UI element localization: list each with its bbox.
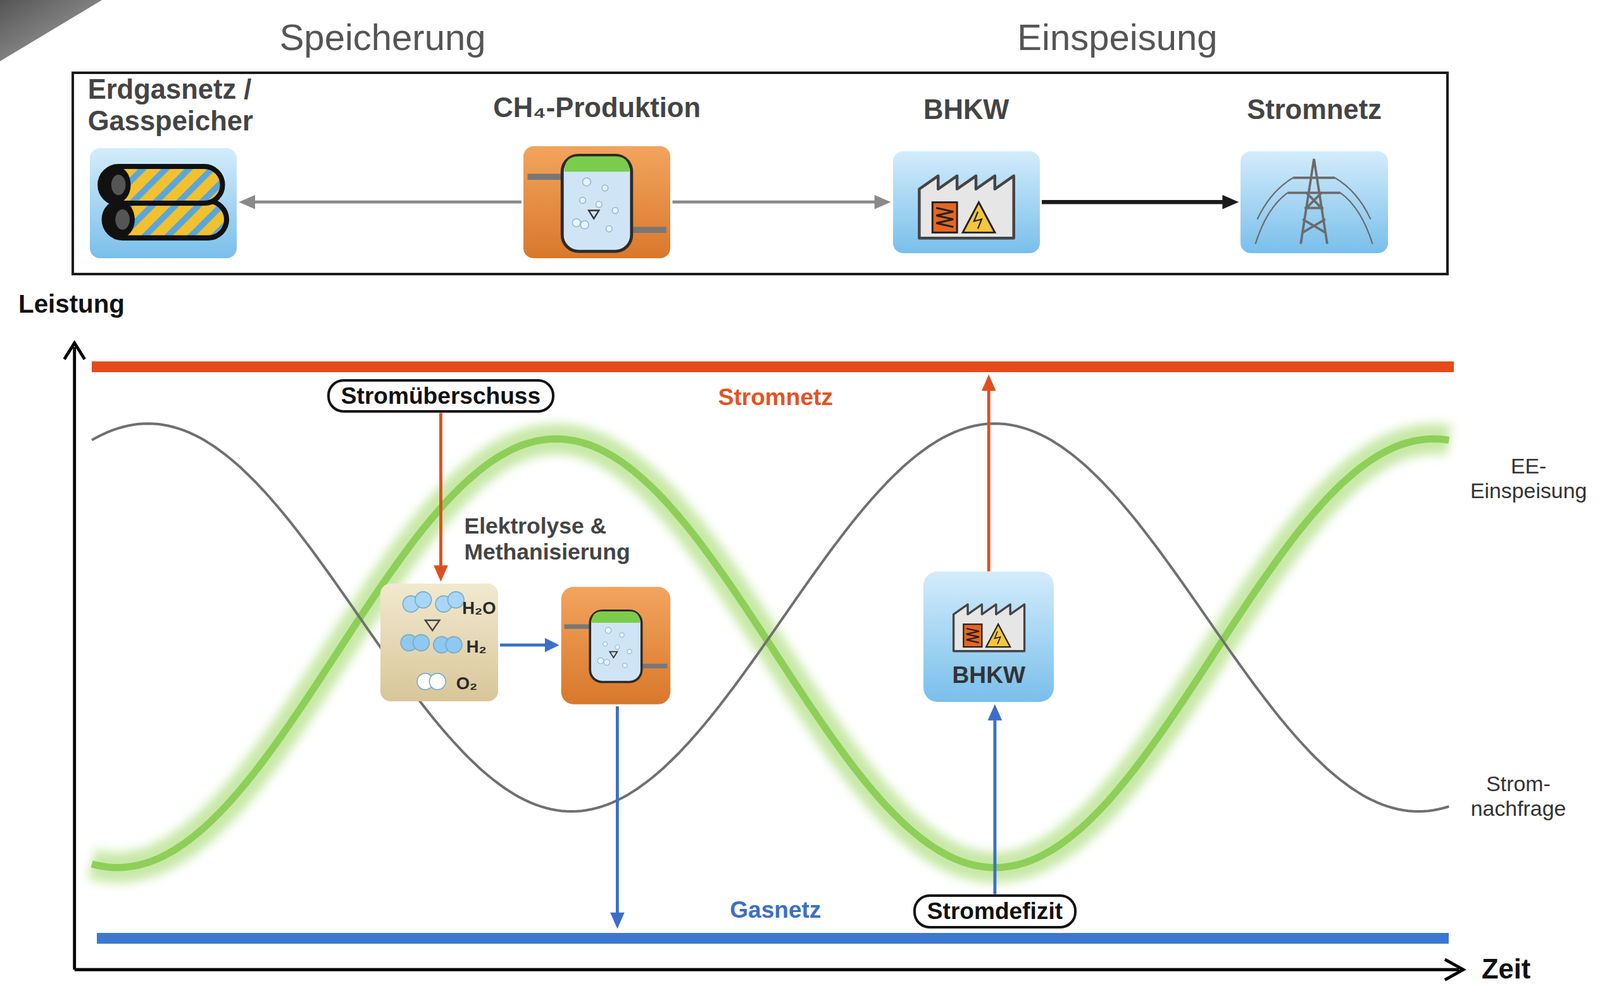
curves [91,423,1449,868]
electrolysis-box: H₂O H₂ O₂ [380,583,498,701]
chart-label: Strom- nachfrage [1456,771,1580,821]
icon-tile: CH₄-Produktion [523,91,671,259]
connector [987,703,1003,894]
arrow-head [238,194,256,210]
grid-band: Stromnetz [91,361,1454,415]
molecule-label: H₂ [466,636,487,657]
status-pill: Stromüberschuss [327,379,555,414]
axes [64,343,1464,980]
band-bar [96,932,1449,945]
corner-wedge [0,0,102,62]
connector [981,374,997,572]
pill-text: Stromüberschuss [341,382,541,410]
section-frame: SpeicherungEinspeisungErdgasnetz / Gassp… [71,71,1450,276]
tile-title: Erdgasnetz / Gasspeicher [87,73,292,137]
chp-title: BHKW [952,661,1026,689]
tile-icon [893,151,1040,254]
ee-curve [91,438,1449,868]
arrow-head [981,374,997,392]
chart-label: Elektrolyse & Methanisierung [464,513,659,566]
tile-icon [523,146,671,259]
molecule-label: H₂O [462,598,496,619]
connector-line [1041,200,1226,204]
band-label: Stromnetz [718,383,833,411]
grid-band: Gasnetz [96,893,1449,945]
connector [433,412,449,582]
tile-title: BHKW [923,93,1009,126]
tile-icon [89,148,237,259]
arrow-head [433,565,449,582]
icon-tile: Erdgasnetz / Gasspeicher [89,73,237,259]
ee-curve-glow [91,438,1449,868]
section-heading: Speicherung [279,16,487,59]
methanation-icon [561,586,671,704]
chart-label: Leistung [18,289,125,319]
chp-box: BHKW [923,571,1054,702]
chart-label: EE- Einspeisung [1463,453,1594,504]
x-axis [74,968,1460,972]
connector-line [251,200,522,204]
tile-title: Stromnetz [1246,93,1382,126]
band-bar [91,361,1454,373]
connector [672,194,891,210]
connector [238,194,522,210]
y-axis-head [64,343,85,360]
connector [1041,194,1239,210]
section-heading: Einspeisung [1017,16,1218,59]
tile-icon [1240,151,1388,254]
demand-curve [91,423,1449,812]
arrow-head [874,194,892,210]
arrow-head [1222,194,1239,210]
x-axis-head [1444,959,1464,980]
icon-tile: Stromnetz [1240,93,1388,254]
icon-tile: BHKW [893,93,1040,254]
tile-title: CH₄-Produktion [493,91,701,124]
chart-label: Zeit [1481,953,1531,985]
band-label: Gasnetz [729,896,821,924]
methanation-arrows [500,637,625,930]
connector-line [993,717,997,895]
connector-line [672,200,878,204]
pill-text: Stromdefizit [927,897,1063,925]
arrow-head [987,703,1003,721]
connector-line [987,387,991,572]
chp-icon [937,585,1040,664]
status-pill: Stromdefizit [913,894,1077,929]
y-axis [72,346,76,970]
connector-line [439,412,443,569]
molecule-label: O₂ [456,673,478,694]
